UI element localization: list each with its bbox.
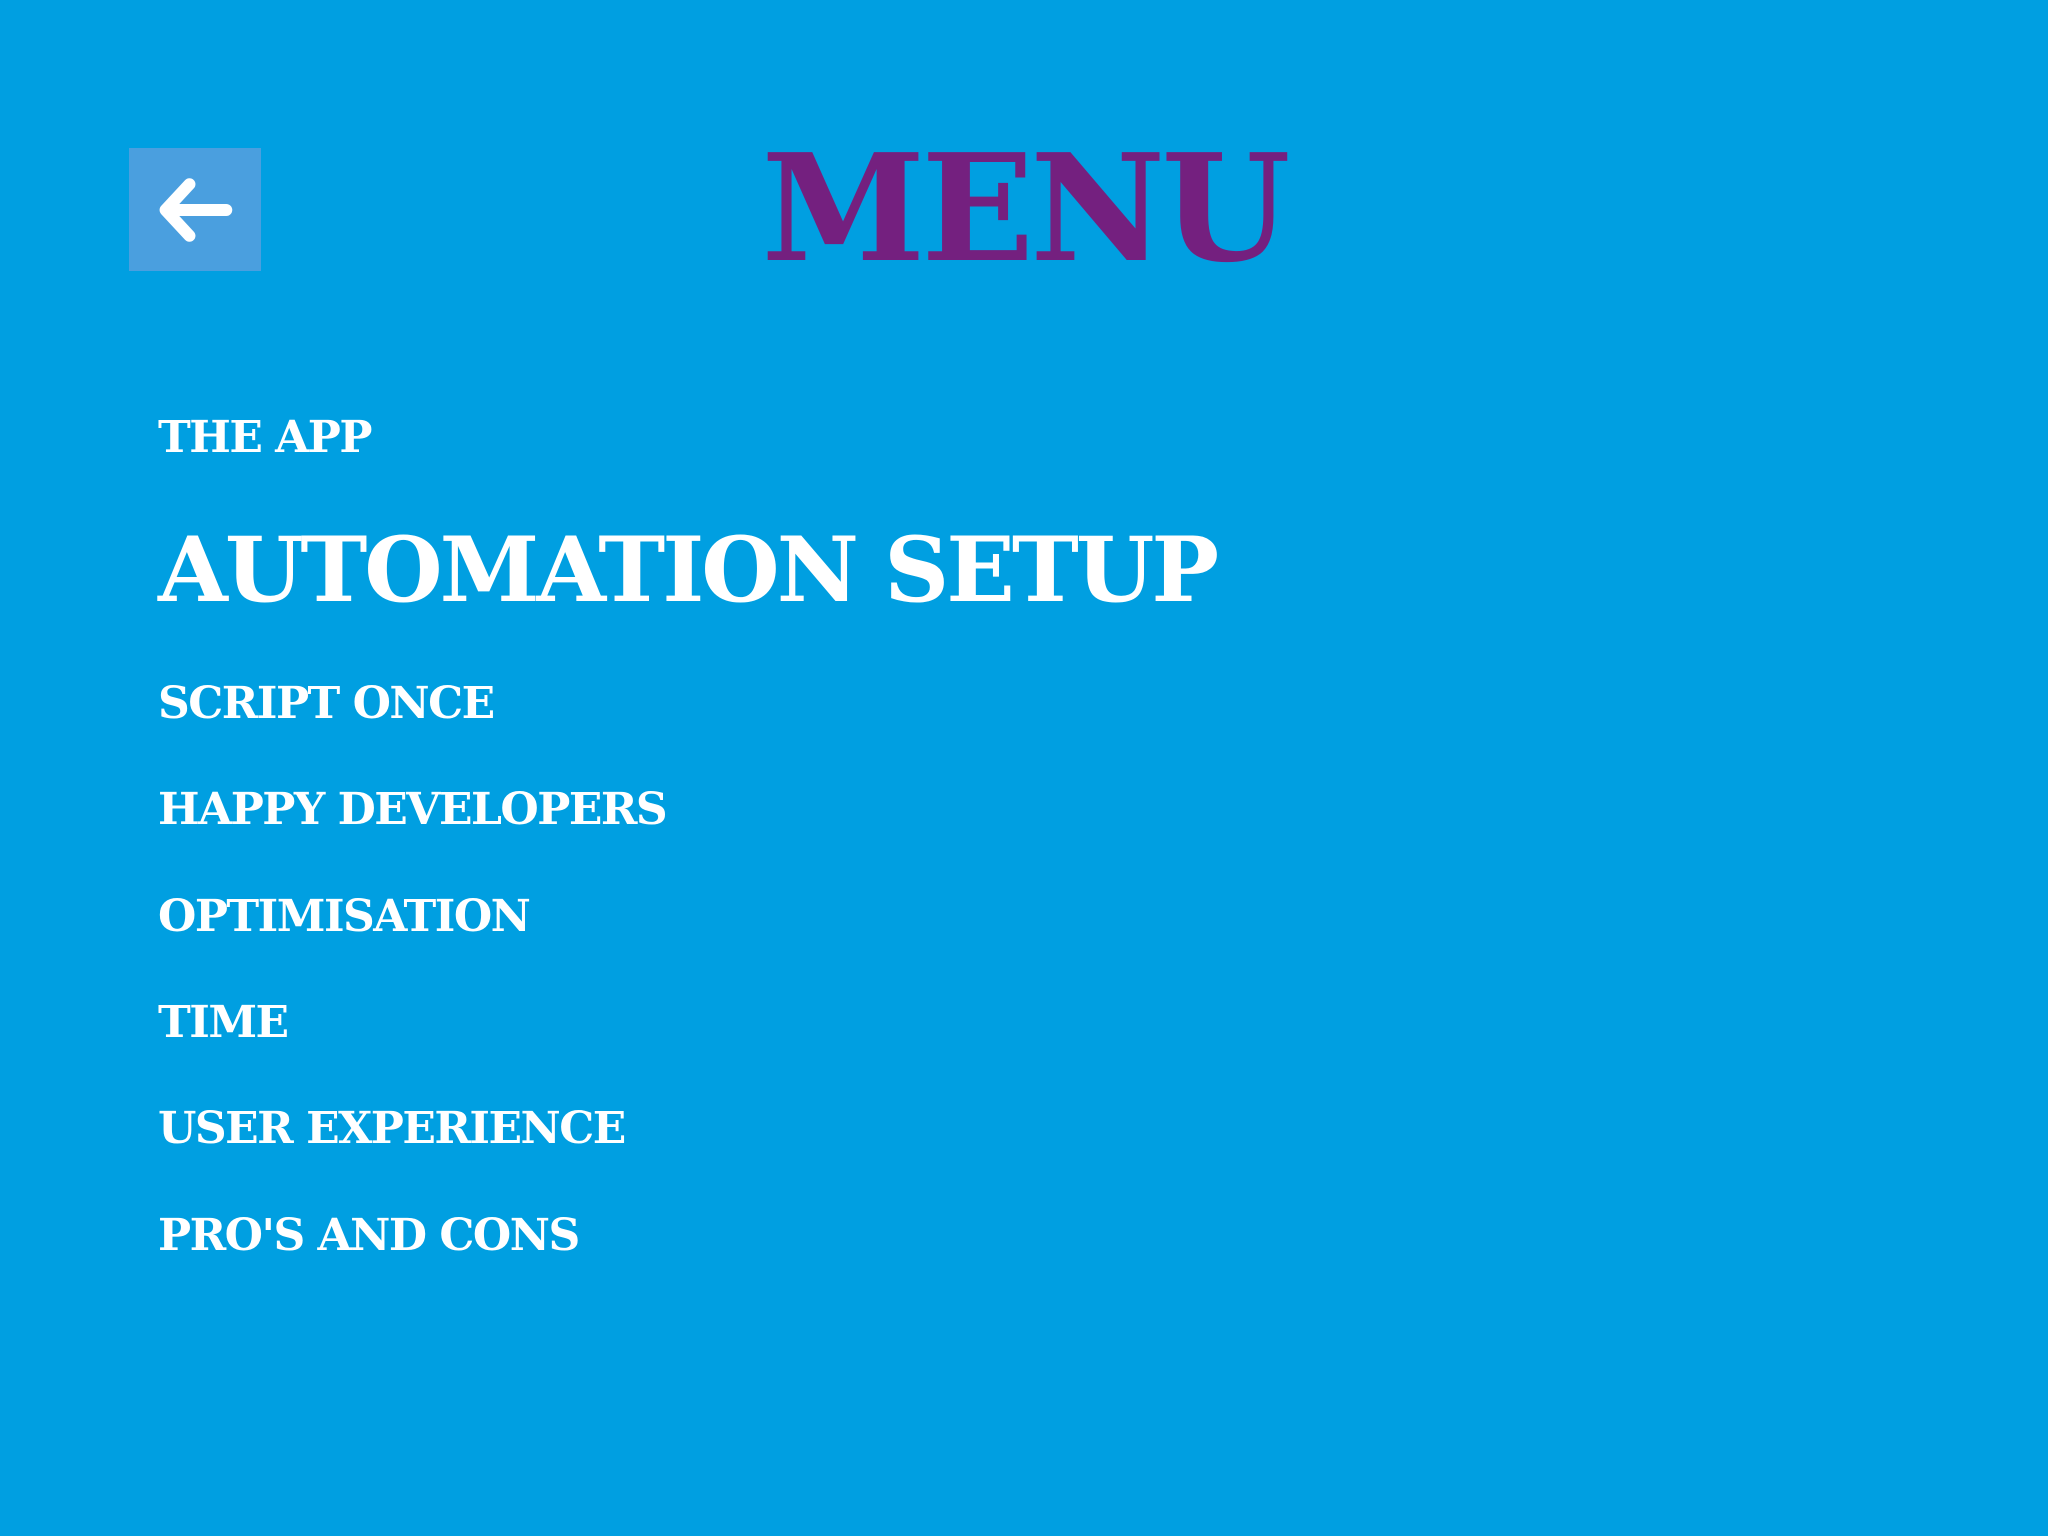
- menu-item-user-experience[interactable]: USER EXPERIENCE: [158, 1103, 626, 1154]
- page-title: MENU: [761, 121, 1291, 295]
- menu-item-pros-and-cons[interactable]: PRO'S AND CONS: [158, 1210, 580, 1261]
- menu-item-automation-setup[interactable]: AUTOMATION SETUP: [158, 517, 1219, 623]
- menu-item-the-app[interactable]: THE APP: [158, 412, 372, 463]
- menu-item-script-once[interactable]: SCRIPT ONCE: [158, 678, 495, 729]
- back-button[interactable]: [129, 148, 261, 271]
- menu-item-happy-developers[interactable]: HAPPY DEVELOPERS: [158, 784, 668, 835]
- arrow-left-icon: [149, 164, 241, 256]
- menu-item-optimisation[interactable]: OPTIMISATION: [158, 891, 531, 942]
- menu-item-time[interactable]: TIME: [158, 997, 289, 1048]
